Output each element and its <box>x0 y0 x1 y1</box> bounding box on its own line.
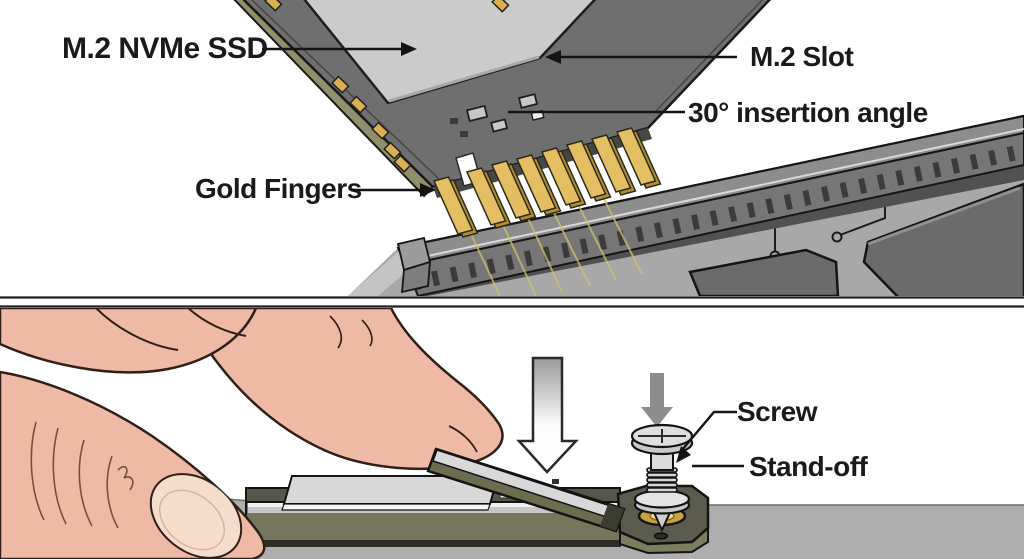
callout-fingers: Gold Fingers <box>195 173 436 204</box>
secondary-hole <box>654 532 668 540</box>
press-down-arrow-icon <box>516 356 579 474</box>
label-fingers: Gold Fingers <box>195 173 362 204</box>
label-screw: Screw <box>737 396 818 427</box>
callout-standoff: Stand-off <box>692 451 869 482</box>
alignment-guide-lines <box>469 196 643 296</box>
label-standoff: Stand-off <box>749 451 869 482</box>
slot-pin-teeth <box>412 143 1024 291</box>
callout-slot: M.2 Slot <box>545 41 854 72</box>
arrowhead-ssd-icon <box>401 42 417 56</box>
callout-angle: 30° insertion angle <box>508 97 928 128</box>
screw-head <box>630 423 694 456</box>
screw-threads <box>646 467 678 493</box>
thumb <box>0 370 266 559</box>
arrowhead-screw-icon <box>676 446 691 463</box>
arrowhead-slot-icon <box>545 50 561 64</box>
gold-fingers <box>432 127 662 238</box>
label-angle: 30° insertion angle <box>688 97 928 128</box>
label-ssd: M.2 NVMe SSD <box>62 32 268 65</box>
label-slot: M.2 Slot <box>750 41 854 72</box>
ssd-nand-chip <box>303 0 597 105</box>
panel-top-insertion-step: M.2 NVMe SSD M.2 Slot 30° insertion angl… <box>62 0 1024 296</box>
ssd-gold-pads <box>264 0 510 173</box>
ssd-tilted-board <box>426 447 626 533</box>
mobo-chip-small <box>688 248 840 296</box>
thumb-wrinkles <box>30 421 134 529</box>
callout-screw: Screw <box>676 396 818 463</box>
panel-divider <box>0 296 1024 308</box>
mobo-chip-large <box>862 182 1024 296</box>
standoff-washer <box>633 489 691 515</box>
folded-fingers <box>0 308 258 374</box>
panel-bottom-secure-step: Screw Stand-off <box>0 308 1024 559</box>
screw-down-arrow-icon <box>641 373 673 427</box>
screw-illustration <box>630 423 694 533</box>
callout-ssd: M.2 NVMe SSD <box>62 32 417 65</box>
arrowhead-fingers-icon <box>420 183 436 197</box>
m2-slot-connector <box>396 114 1024 296</box>
leader-screw <box>681 410 737 451</box>
